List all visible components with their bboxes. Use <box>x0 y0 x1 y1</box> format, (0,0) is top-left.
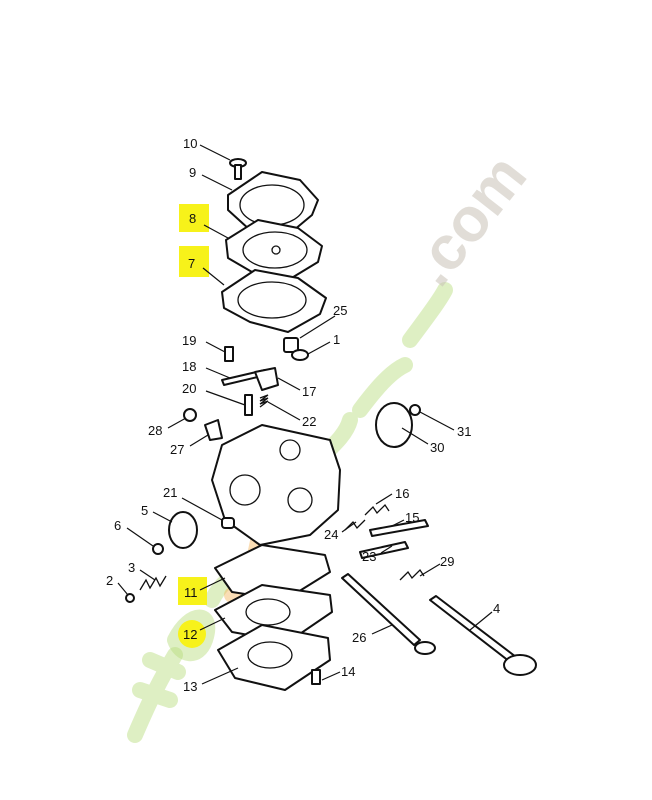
callout-25: 25 <box>299 303 347 339</box>
callout-4: 4 <box>469 601 500 631</box>
callout-2: 2 <box>106 573 129 596</box>
callout-9: 9 <box>189 165 233 191</box>
svg-text:18: 18 <box>182 359 196 374</box>
shafts <box>341 573 537 676</box>
svg-text:21: 21 <box>163 485 177 500</box>
highlight-11 <box>178 577 207 605</box>
diaphragm-8 <box>225 219 323 283</box>
svg-text:31: 31 <box>457 424 471 439</box>
gasket-11 <box>214 544 331 601</box>
callout-11: 11 <box>184 577 226 600</box>
callout-18: 18 <box>182 359 231 379</box>
svg-text:29: 29 <box>440 554 454 569</box>
svg-text:9: 9 <box>189 165 196 180</box>
svg-text:24: 24 <box>324 527 338 542</box>
callout-15: 15 <box>391 510 419 527</box>
screw-10 <box>229 158 247 180</box>
callout-16: 16 <box>375 486 409 505</box>
svg-text:6: 6 <box>114 518 121 533</box>
highlight-7 <box>179 246 209 277</box>
callout-23: 23 <box>362 545 393 564</box>
svg-text:8: 8 <box>189 211 196 226</box>
callout-30: 30 <box>401 427 444 455</box>
svg-text:11: 11 <box>184 585 198 600</box>
small-parts-upper <box>183 337 421 448</box>
callout-17: 17 <box>277 377 316 399</box>
svg-text:27: 27 <box>170 442 184 457</box>
svg-text:25: 25 <box>333 303 347 318</box>
svg-text:22: 22 <box>302 414 316 429</box>
svg-text:7: 7 <box>188 256 195 271</box>
callout-3: 3 <box>128 560 156 581</box>
callout-19: 19 <box>182 333 226 353</box>
highlight-8 <box>179 204 209 232</box>
svg-text:19: 19 <box>182 333 196 348</box>
callout-29: 29 <box>419 554 454 577</box>
callout-6: 6 <box>114 518 154 547</box>
callout-13: 13 <box>183 667 239 694</box>
callout-8: 8 <box>189 211 229 239</box>
callout-26: 26 <box>352 624 393 645</box>
callout-1: 1 <box>307 332 340 355</box>
side-parts <box>125 503 429 603</box>
callout-20: 20 <box>182 381 246 406</box>
svg-text:17: 17 <box>302 384 316 399</box>
svg-text:4: 4 <box>493 601 500 616</box>
svg-text:.com: .com <box>397 142 540 299</box>
svg-text:23: 23 <box>362 549 376 564</box>
svg-text:30: 30 <box>430 440 444 455</box>
cover-13 <box>217 624 331 691</box>
callout-21: 21 <box>163 485 223 521</box>
svg-text:15: 15 <box>405 510 419 525</box>
gasket-7 <box>221 269 327 333</box>
svg-text:28: 28 <box>148 423 162 438</box>
svg-text:20: 20 <box>182 381 196 396</box>
callout-27: 27 <box>170 434 209 457</box>
svg-text:13: 13 <box>183 679 197 694</box>
carburetor-body <box>211 424 341 546</box>
callout-14: 14 <box>321 664 355 681</box>
callout-7: 7 <box>188 256 225 286</box>
diaphragm-12 <box>214 584 333 643</box>
svg-text:12: 12 <box>183 627 197 642</box>
callouts: 10 9 8 7 25 1 19 18 17 20 22 28 27 31 30… <box>106 136 500 694</box>
callout-12: 12 <box>183 617 226 642</box>
svg-text:5: 5 <box>141 503 148 518</box>
callout-5: 5 <box>141 503 173 523</box>
callout-28: 28 <box>148 417 187 438</box>
svg-text:14: 14 <box>341 664 355 679</box>
callout-22: 22 <box>267 401 316 429</box>
svg-text:1: 1 <box>333 332 340 347</box>
callout-10: 10 <box>183 136 231 161</box>
svg-text:16: 16 <box>395 486 409 501</box>
callout-24: 24 <box>324 521 357 542</box>
highlight-12 <box>178 620 206 648</box>
svg-text:26: 26 <box>352 630 366 645</box>
callout-31: 31 <box>419 411 471 439</box>
svg-text:10: 10 <box>183 136 197 151</box>
svg-text:3: 3 <box>128 560 135 575</box>
svg-text:2: 2 <box>106 573 113 588</box>
